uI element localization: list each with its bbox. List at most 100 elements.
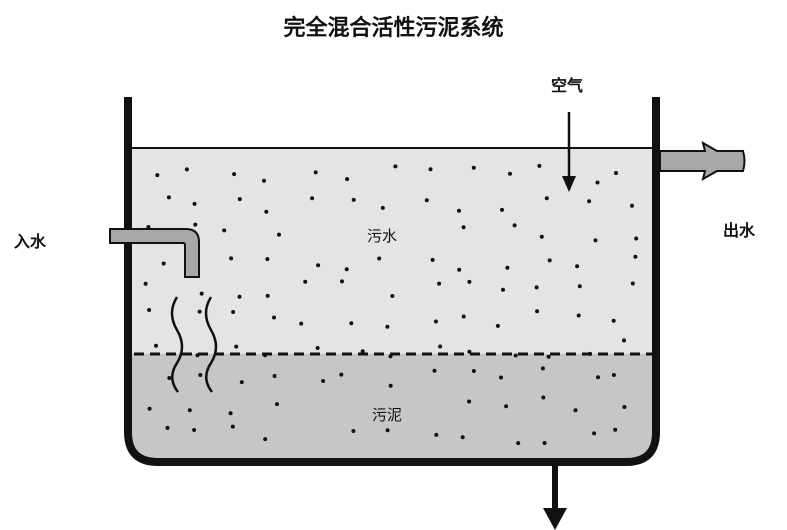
- inlet-pipe: [109, 228, 200, 278]
- particle-dot: [303, 279, 308, 284]
- particle-dot: [424, 198, 429, 203]
- particle-dot: [263, 437, 268, 442]
- particle-dot: [228, 411, 233, 416]
- particle-dot: [595, 180, 600, 185]
- particle-dot: [195, 353, 200, 358]
- particle-dot: [577, 284, 582, 289]
- particle-dot: [155, 173, 160, 178]
- diagram-title: 完全混合活性污泥系统: [283, 16, 504, 41]
- particle-dot: [513, 353, 518, 358]
- particle-dot: [239, 380, 244, 385]
- particle-dot: [546, 354, 551, 359]
- particle-dot: [265, 293, 270, 298]
- particle-dot: [467, 279, 472, 284]
- particle-dot: [537, 163, 542, 168]
- particle-dot: [237, 294, 242, 299]
- particle-dot: [611, 373, 616, 377]
- particle-dot: [299, 321, 304, 326]
- particle-dot: [461, 225, 466, 230]
- particle-dot: [592, 431, 597, 436]
- particle-dot: [542, 441, 547, 445]
- inflow-label: 入水: [14, 232, 47, 251]
- particle-dot: [349, 321, 354, 326]
- particle-dot: [321, 379, 326, 383]
- sludge-label: 污泥: [372, 406, 403, 424]
- particle-dot: [611, 318, 616, 323]
- particle-dot: [272, 374, 277, 378]
- particle-dot: [345, 177, 350, 182]
- particle-dot: [315, 346, 320, 350]
- particle-dot: [275, 402, 279, 407]
- particle-dot: [199, 291, 204, 296]
- particle-dot: [573, 408, 578, 413]
- particle-dot: [390, 294, 395, 298]
- particle-dot: [430, 257, 435, 262]
- particle-dot: [222, 228, 227, 233]
- particle-dot: [187, 408, 192, 413]
- particle-dot: [467, 399, 472, 404]
- particle-dot: [234, 344, 239, 349]
- particle-dot: [499, 375, 503, 380]
- particle-dot: [575, 264, 580, 269]
- air-label: 空气: [551, 76, 584, 95]
- particle-dot: [272, 315, 276, 320]
- particle-dot: [467, 349, 472, 354]
- air-arrow: [562, 112, 576, 192]
- particle-dot: [471, 165, 476, 170]
- particle-dot: [614, 171, 618, 175]
- particle-dot: [184, 167, 189, 172]
- particle-dot: [433, 319, 438, 324]
- particle-dot: [310, 196, 315, 201]
- particles: [143, 163, 639, 446]
- particle-dot: [539, 234, 544, 239]
- particle-dot: [432, 368, 437, 373]
- particle-dot: [161, 261, 166, 266]
- particle-dot: [576, 313, 581, 318]
- particle-dot: [437, 281, 442, 286]
- particle-dot: [540, 366, 545, 371]
- particle-dot: [471, 369, 476, 373]
- particle-dot: [504, 404, 509, 409]
- particle-dot: [229, 256, 234, 261]
- particle-dot: [460, 435, 465, 440]
- particle-dot: [634, 236, 639, 241]
- particle-dot: [385, 428, 390, 433]
- particle-dot: [351, 197, 356, 202]
- particle-dot: [377, 256, 382, 261]
- particle-dot: [388, 354, 393, 359]
- sludge-zone: [132, 354, 652, 458]
- particle-dot: [380, 205, 385, 210]
- particle-dot: [264, 209, 269, 214]
- particle-dot: [388, 383, 393, 388]
- particle-dot: [457, 208, 461, 213]
- particle-dot: [237, 197, 242, 202]
- outflow-label: 出水: [723, 221, 756, 240]
- particle-dot: [587, 199, 592, 204]
- particle-dot: [231, 310, 236, 314]
- particle-dot: [154, 343, 158, 348]
- mixing-wave-2: [204, 296, 218, 393]
- particle-dot: [461, 314, 466, 319]
- particle-dot: [630, 203, 634, 208]
- particle-dot: [385, 324, 390, 329]
- particle-dot: [516, 441, 521, 446]
- particle-dot: [232, 172, 237, 177]
- particle-dot: [541, 395, 546, 400]
- particle-dot: [339, 372, 344, 377]
- particle-dot: [622, 338, 626, 343]
- particle-dot: [147, 308, 152, 312]
- particle-dot: [166, 195, 171, 200]
- particle-dot: [596, 375, 600, 380]
- wastewater-label: 污水: [367, 227, 398, 245]
- particle-dot: [262, 178, 266, 183]
- particle-dot: [544, 196, 549, 201]
- particle-dot: [630, 281, 635, 286]
- particle-dot: [512, 223, 517, 228]
- particle-dot: [593, 238, 598, 243]
- outlet-pipe: [659, 140, 746, 182]
- particle-dot: [198, 373, 203, 377]
- particle-dot: [622, 405, 627, 409]
- particle-dot: [143, 281, 148, 286]
- particle-dot: [265, 257, 270, 262]
